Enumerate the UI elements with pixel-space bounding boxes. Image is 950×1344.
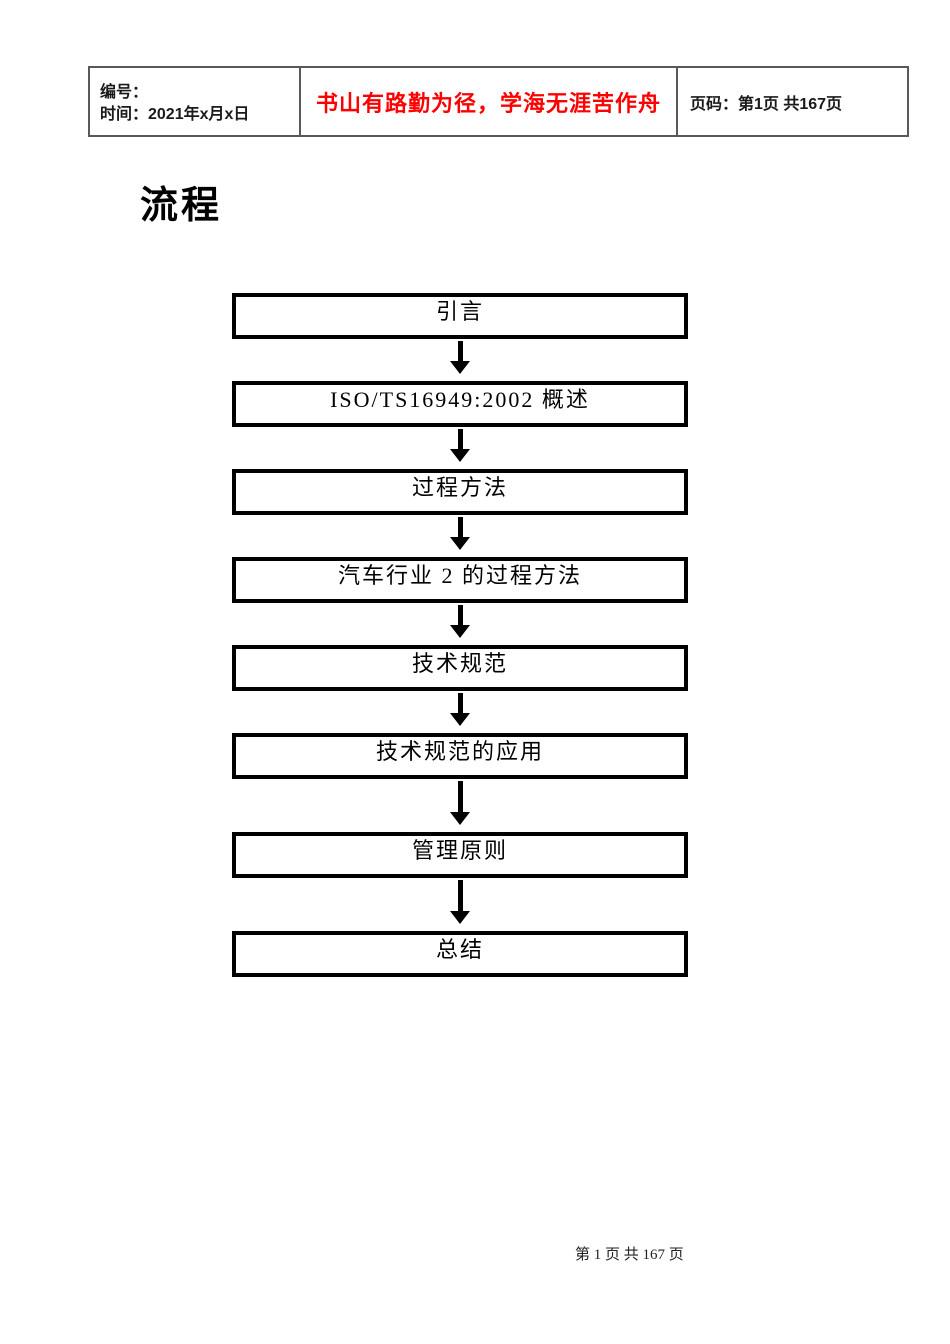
flow-step-box: 管理原则	[232, 832, 688, 878]
arrow-down-icon	[449, 339, 471, 381]
flow-step-box: 过程方法	[232, 469, 688, 515]
flow-step-label: 过程方法	[411, 475, 508, 500]
header-cell-page: 页码：第1页 共167页	[676, 66, 909, 137]
doc-date-label: 时间：2021年x月x日	[100, 105, 250, 123]
flow-step-label: 技术规范的应用	[375, 739, 544, 764]
arrow-shaft	[457, 429, 463, 449]
page-title: 流程	[140, 185, 223, 227]
arrow-shaft	[457, 341, 463, 361]
arrow-head	[450, 449, 470, 462]
flow-step-box: 技术规范	[232, 645, 688, 691]
flow-step-label: 技术规范	[411, 651, 508, 676]
arrow-head	[450, 625, 470, 638]
arrow-down-icon	[449, 427, 471, 469]
arrow-head	[450, 361, 470, 374]
header-table-row: 编号： 时间：2021年x月x日 书山有路勤为径，学海无涯苦作舟 页码：第1页 …	[88, 66, 909, 137]
arrow-shaft	[457, 880, 463, 911]
flow-step-label: 引言	[435, 299, 484, 324]
flow-step-box: 汽车行业 2 的过程方法	[232, 557, 688, 603]
header-cell-meta: 编号： 时间：2021年x月x日	[88, 66, 301, 137]
arrow-head	[450, 911, 470, 924]
flow-step-box: 总结	[232, 931, 688, 977]
arrow-down-icon	[449, 878, 471, 931]
header-table: 编号： 时间：2021年x月x日 书山有路勤为径，学海无涯苦作舟 页码：第1页 …	[88, 66, 909, 137]
page-footer: 第 1 页 共 167 页	[575, 1247, 684, 1263]
flow-step-box: ISO/TS16949:2002 概述	[232, 381, 688, 427]
flow-step-label: ISO/TS16949:2002 概述	[330, 387, 590, 412]
arrow-shaft	[457, 605, 463, 625]
flowchart: 引言 ISO/TS16949:2002 概述 过程方法 汽车行业 2 的过程方法	[232, 293, 688, 977]
arrow-head	[450, 713, 470, 726]
page-number-label: 页码：第1页 共167页	[690, 95, 843, 113]
flow-step-label: 管理原则	[411, 838, 508, 863]
arrow-down-icon	[449, 603, 471, 645]
arrow-head	[450, 537, 470, 550]
arrow-shaft	[457, 781, 463, 812]
arrow-head	[450, 812, 470, 825]
flow-step-box: 引言	[232, 293, 688, 339]
arrow-down-icon	[449, 691, 471, 733]
flow-step-label: 总结	[435, 937, 484, 962]
doc-number-label: 编号：	[100, 83, 149, 101]
arrow-shaft	[457, 517, 463, 537]
flow-step-box: 技术规范的应用	[232, 733, 688, 779]
arrow-down-icon	[449, 515, 471, 557]
arrow-shaft	[457, 693, 463, 713]
motto-text: 书山有路勤为径，学海无涯苦作舟	[315, 90, 661, 116]
header-cell-motto: 书山有路勤为径，学海无涯苦作舟	[299, 66, 678, 137]
arrow-down-icon	[449, 779, 471, 832]
flow-step-label: 汽车行业 2 的过程方法	[337, 563, 582, 588]
